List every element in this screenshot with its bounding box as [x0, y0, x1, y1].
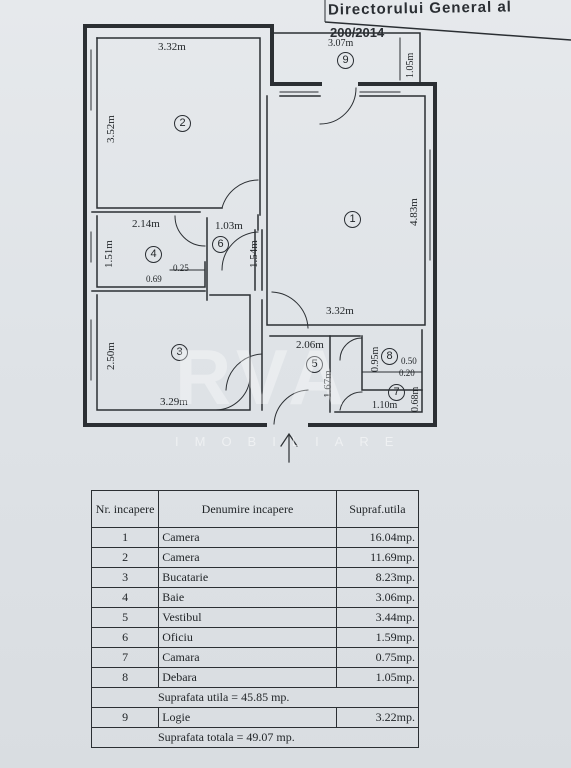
room-number-3: 3: [171, 344, 188, 361]
cell-nr: 3: [90, 567, 160, 588]
cell-nr: 2: [90, 547, 160, 568]
stamp-line: [324, 0, 571, 41]
cell-area: 0.75mp.: [335, 647, 420, 668]
floor-plan-drawing: [83, 24, 437, 463]
dim-room4-width: 2.14m: [132, 218, 160, 230]
dim-room1-height: 4.83m: [408, 198, 420, 226]
room-number-1: 1: [344, 211, 361, 228]
cell-name: Camera: [158, 547, 337, 568]
dim-room2-height: 3.52m: [105, 115, 117, 143]
cell-nr: 5: [90, 607, 160, 628]
cell-area: 3.06mp.: [335, 587, 420, 608]
dim-room4-small-a: 0.69: [146, 274, 162, 284]
cell-nr: 7: [90, 647, 160, 668]
room-number-5: 5: [306, 356, 323, 373]
watermark-logo: RVA: [175, 333, 351, 421]
dim-room6-width: 1.03m: [215, 220, 243, 232]
header-nr: Nr. incapere: [90, 490, 160, 528]
dim-room5-width: 2.06m: [296, 339, 324, 351]
dim-room2-width: 3.32m: [158, 41, 186, 53]
dim-room8-b: 0.50: [401, 356, 417, 366]
dim-room4-small-b: 0.25: [173, 263, 189, 273]
dim-room7-b: 1.10m: [372, 400, 398, 411]
cell-area: 3.22mp.: [335, 707, 420, 728]
cell-area: 1.59mp.: [335, 627, 420, 648]
cell-nr: 9: [90, 707, 160, 728]
header-area: Supraf.utila: [335, 490, 420, 528]
cell-area: 1.05mp.: [335, 667, 420, 688]
cell-nr: 1: [90, 527, 160, 548]
cell-area: 11.69mp.: [335, 547, 420, 568]
subtotal-row: Suprafata utila = 45.85 mp.: [91, 687, 419, 708]
subtotal-text: Suprafata utila = 45.85 mp.: [91, 687, 419, 708]
dim-room1-width: 3.32m: [326, 305, 354, 317]
cell-area: 8.23mp.: [335, 567, 420, 588]
cell-name: Oficiu: [158, 627, 337, 648]
cell-name: Logie: [158, 707, 337, 728]
dim-room3-width: 3.29m: [160, 396, 188, 408]
table-header-row: Nr. incapere Denumire incapere Supraf.ut…: [90, 490, 420, 528]
rooms-table: Nr. incapere Denumire incapere Supraf.ut…: [90, 490, 420, 748]
room-number-2: 2: [174, 115, 191, 132]
watermark-subtitle: IMOBILIARE: [175, 434, 410, 449]
cell-area: 3.44mp.: [335, 607, 420, 628]
total-row: Suprafata totala = 49.07 mp.: [91, 727, 419, 748]
room-number-6: 6: [212, 236, 229, 253]
cell-nr: 6: [90, 627, 160, 648]
cell-name: Camara: [158, 647, 337, 668]
room-number-9: 9: [337, 52, 354, 69]
header-name: Denumire incapere: [158, 490, 337, 528]
room-number-4: 4: [145, 246, 162, 263]
cell-nr: 8: [90, 667, 160, 688]
cell-name: Debara: [158, 667, 337, 688]
dim-room4-height: 1.51m: [103, 240, 115, 268]
room-number-7: 7: [388, 384, 405, 401]
total-text: Suprafata totala = 49.07 mp.: [91, 727, 419, 748]
dim-room9-height: 1.05m: [405, 52, 416, 78]
dim-room3-height: 2.50m: [105, 342, 117, 370]
room-number-8: 8: [381, 348, 398, 365]
dim-room7-a: 0.68m: [410, 386, 421, 412]
dim-room9-width: 3.07m: [328, 38, 354, 49]
dim-room6-height: 1.54m: [248, 240, 260, 268]
dim-room8-c: 0.20: [399, 368, 415, 378]
cell-nr: 4: [90, 587, 160, 608]
cell-area: 16.04mp.: [335, 527, 420, 548]
cell-name: Camera: [158, 527, 337, 548]
cell-name: Baie: [158, 587, 337, 608]
cell-name: Vestibul: [158, 607, 337, 628]
dim-room8-a: 0.95m: [370, 346, 381, 372]
cell-name: Bucatarie: [158, 567, 337, 588]
